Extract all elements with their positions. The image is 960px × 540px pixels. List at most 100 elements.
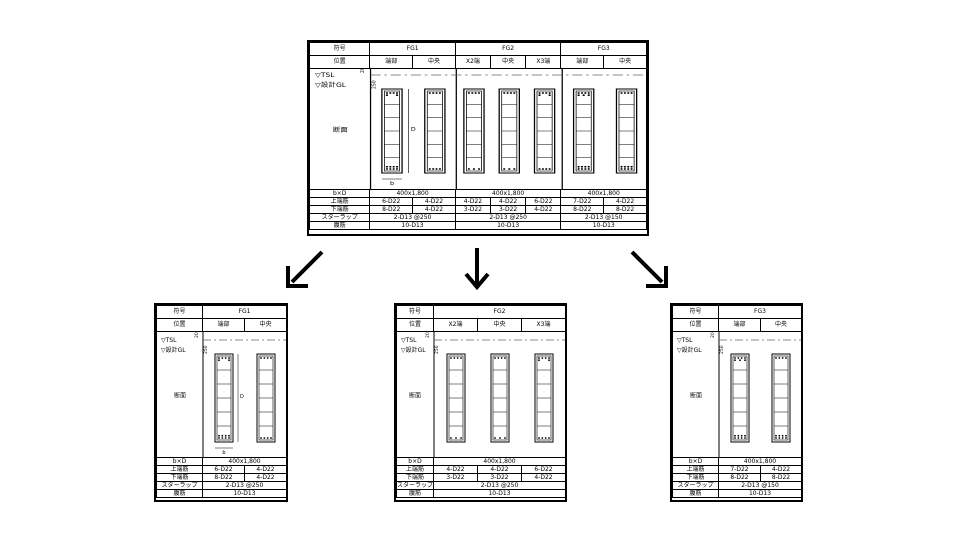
bottom-bar <box>740 437 743 439</box>
bottom-bar <box>781 434 784 437</box>
top-bar <box>548 359 550 362</box>
dim-250-label: 250 <box>371 80 378 89</box>
top-bar <box>385 92 389 94</box>
fg2-web: 10-D13 <box>454 221 562 230</box>
bottom-bar <box>778 434 781 437</box>
top-bar <box>538 357 540 359</box>
fg1-top-0: 6-D22 <box>369 197 414 206</box>
bottom-label: 下端筋 <box>308 205 371 214</box>
bottom-bar <box>260 437 262 439</box>
fg1-stirrup: 2-D13 @250 <box>369 213 456 222</box>
beam-outline <box>446 353 466 443</box>
dim-250-label: 250 <box>719 345 725 354</box>
bottom-bar <box>627 165 630 168</box>
fg2s-top-label: 上端筋 <box>396 465 434 474</box>
bottom-bar <box>270 437 272 439</box>
fg1-name: FG1 <box>369 42 456 56</box>
fg3-bxd: 400x1,800 <box>560 189 647 198</box>
top-bar <box>737 357 740 359</box>
bottom-bar <box>545 168 548 170</box>
fg3s-top-0: 7-D22 <box>718 465 761 474</box>
bottom-bar <box>263 437 266 439</box>
fg3-bot-1: 8-D22 <box>603 205 647 214</box>
top-bar <box>270 357 272 359</box>
bottom-bar <box>623 165 627 168</box>
bottom-bar <box>503 168 506 170</box>
fg1s-mark-label: 符号 <box>156 305 203 319</box>
top-bar <box>477 92 481 94</box>
bottom-bar <box>734 434 736 437</box>
top-bar <box>775 357 777 359</box>
top-bar <box>627 92 630 94</box>
arrow-down-left-icon <box>286 250 324 288</box>
dim-250-label: 250 <box>434 345 440 354</box>
fg2-bot-2: 4-D22 <box>525 205 562 214</box>
fg1s-bot-0: 8-D22 <box>202 473 245 482</box>
design-gl-label: ▽設計GL <box>161 346 186 354</box>
beam-outline <box>490 353 510 443</box>
bxd-label: b×D <box>308 189 371 198</box>
fg2s-pos-1: 中央 <box>477 318 522 332</box>
top-bar <box>582 94 585 97</box>
top-bar <box>580 92 584 94</box>
fg3-name: FG3 <box>560 42 647 56</box>
stirrup-label: スターラップ <box>308 213 371 222</box>
fg2s-bxd: 400x1,800 <box>432 457 567 466</box>
fg3-web: 10-D13 <box>560 221 647 230</box>
top-bar <box>456 357 459 359</box>
bottom-bar <box>775 437 777 439</box>
beam-outline <box>424 88 446 174</box>
bottom-bar <box>385 165 389 168</box>
top-bar <box>538 359 540 362</box>
bottom-bar <box>630 168 633 170</box>
arrow-down-right-icon <box>630 250 668 288</box>
bottom-bar <box>734 437 736 439</box>
bottom-bar <box>228 437 230 439</box>
bottom-bar <box>538 168 541 170</box>
tsl-label: ▽TSL <box>677 337 693 344</box>
top-bar <box>228 359 230 362</box>
bottom-bar <box>544 437 547 439</box>
design-gl-label: ▽設計GL <box>677 346 702 354</box>
bottom-bar <box>781 437 784 439</box>
arrow-down-icon <box>464 248 490 291</box>
section-label: 断面 <box>690 392 702 400</box>
bottom-bar <box>218 434 220 437</box>
top-bar <box>435 92 438 94</box>
top-bar <box>739 359 741 362</box>
fg3-pos-0: 端部 <box>560 55 605 69</box>
tsl-label: ▽TSL <box>401 337 417 344</box>
bottom-bar <box>221 437 224 439</box>
bottom-bar <box>584 165 587 168</box>
fg1-bxd: 400x1,800 <box>369 189 456 198</box>
fg3-stirrup: 2-D13 @150 <box>560 213 647 222</box>
bottom-bar <box>224 434 227 437</box>
bottom-bar <box>389 168 392 170</box>
beam-outline <box>730 353 750 443</box>
top-bar <box>744 359 746 362</box>
fg1s-bottom-label: 下端筋 <box>156 473 203 482</box>
fg2s-top-1: 4-D22 <box>477 465 522 474</box>
beam-outline <box>381 88 403 174</box>
fg3s-web: 10-D13 <box>717 489 803 498</box>
fg2s-web: 10-D13 <box>432 489 567 498</box>
top-bar <box>506 92 509 94</box>
fg1s-stirrup-label: スターラップ <box>156 481 203 490</box>
top-label: 上端筋 <box>308 197 371 206</box>
fg2s-stirrup-label: スターラップ <box>396 481 434 490</box>
top-bar <box>734 357 736 359</box>
fg3-pos-1: 中央 <box>603 55 647 69</box>
fg2s-top-0: 4-D22 <box>433 465 478 474</box>
top-bar <box>428 92 431 94</box>
fg1-web: 10-D13 <box>369 221 456 230</box>
bottom-bar <box>499 437 501 439</box>
bottom-bar <box>620 168 623 170</box>
top-bar <box>467 92 471 94</box>
top-bar <box>438 92 442 94</box>
top-bar <box>450 357 452 359</box>
fg2-stirrup: 2-D13 @250 <box>454 213 562 222</box>
bottom-bar <box>623 168 627 170</box>
